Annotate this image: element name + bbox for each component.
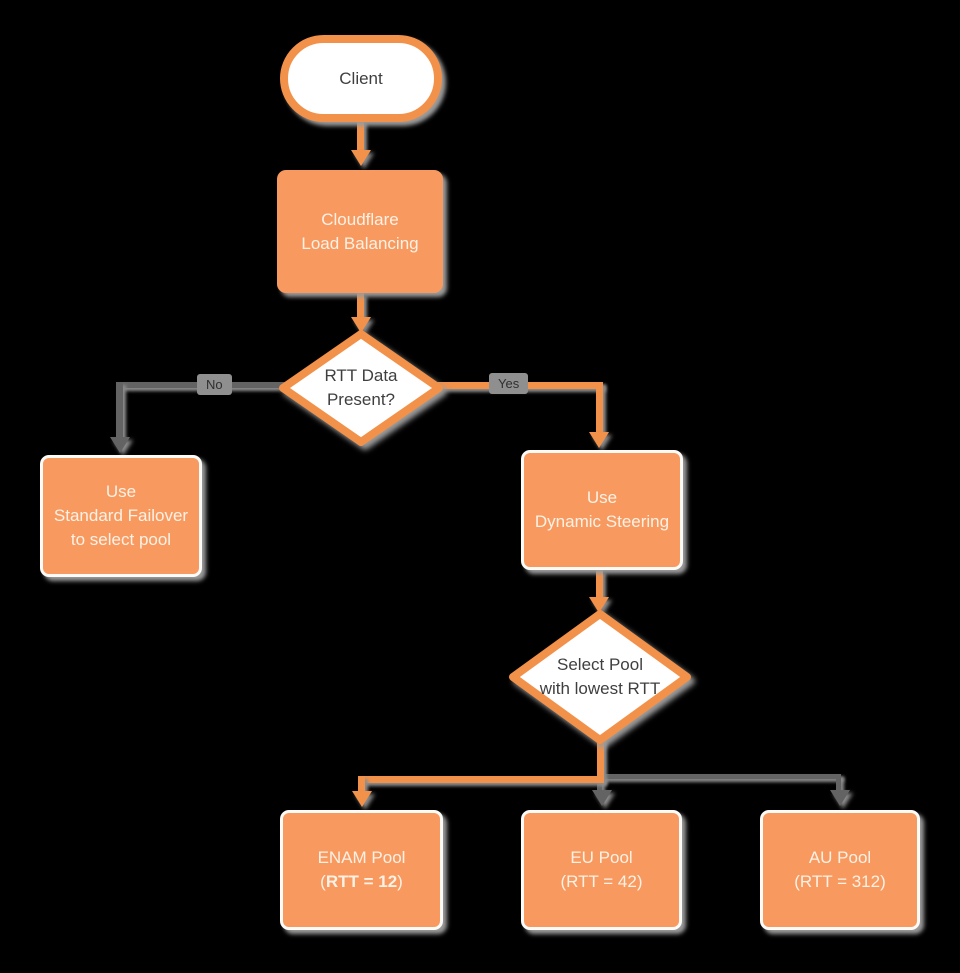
arrowhead-select-to-au [830, 790, 850, 806]
arrowhead-client-to-lb [351, 150, 371, 166]
dynamic-steering-line1: Use [586, 488, 618, 507]
edge-select-to-enam-horizontal [358, 776, 604, 783]
node-enam-pool: ENAM Pool (RTT = 12) [280, 810, 443, 930]
select-pool-line2: with lowest RTT [539, 679, 661, 698]
node-cloudflare-load-balancing: Cloudflare Load Balancing [277, 170, 443, 293]
enam-pool-line1: ENAM Pool [317, 848, 406, 867]
eu-pool-line1: EU Pool [570, 848, 633, 867]
enam-rtt-paren-open: ( [320, 872, 326, 891]
arrowhead-yes-branch [589, 432, 609, 448]
arrowhead-lb-to-rtt-decision [351, 317, 371, 333]
node-rtt-decision: RTT Data Present? [286, 337, 436, 439]
edge-lb-to-rtt-decision [357, 293, 364, 318]
node-select-pool-decision-shape [509, 610, 691, 744]
arrowhead-no-branch [110, 437, 130, 453]
edge-yes-vertical [596, 382, 603, 434]
node-dynamic-steering: Use Dynamic Steering [521, 450, 683, 570]
node-cloudflare-line1: Cloudflare [321, 209, 399, 229]
dynamic-steering-line2: Dynamic Steering [534, 512, 670, 531]
edge-no-vertical [116, 382, 123, 438]
standard-failover-line2: Standard Failover [53, 506, 189, 525]
edge-select-to-enam-vertical [358, 776, 365, 793]
edge-steering-to-select [596, 570, 603, 600]
node-cloudflare-line2: Load Balancing [301, 233, 419, 253]
arrowhead-steering-to-select [589, 597, 609, 613]
node-eu-pool: EU Pool (RTT = 42) [521, 810, 682, 930]
select-pool-line1: Select Pool [557, 655, 643, 674]
edge-select-to-au-horizontal [600, 774, 841, 779]
au-pool-line2: (RTT = 312) [794, 872, 886, 891]
rtt-decision-line1: RTT Data [324, 366, 398, 385]
enam-rtt-bold-value: RTT = 12 [325, 872, 398, 891]
edge-label-yes: Yes [489, 373, 529, 394]
node-au-pool: AU Pool (RTT = 312) [760, 810, 920, 930]
au-pool-line1: AU Pool [808, 848, 872, 867]
rtt-decision-line2: Present? [326, 390, 396, 409]
edge-client-to-lb [357, 120, 364, 152]
arrowhead-select-to-eu [592, 790, 612, 806]
node-standard-failover: Use Standard Failover to select pool [40, 455, 202, 577]
node-client: Client [280, 35, 442, 122]
node-rtt-decision-shape [279, 330, 443, 446]
enam-pool-line2: (RTT = 12) [320, 870, 403, 894]
eu-pool-line2: (RTT = 42) [560, 872, 643, 891]
standard-failover-line1: Use [105, 482, 137, 501]
edge-select-to-au-vertical [836, 774, 841, 793]
enam-rtt-paren-close: ) [397, 872, 403, 891]
standard-failover-line3: to select pool [70, 530, 172, 549]
edge-label-no: No [197, 374, 232, 395]
arrowhead-select-to-enam [352, 791, 372, 807]
edge-select-to-enam-down [597, 738, 604, 782]
node-select-pool-decision: Select Pool with lowest RTT [516, 617, 684, 737]
node-client-label: Client [339, 68, 383, 88]
